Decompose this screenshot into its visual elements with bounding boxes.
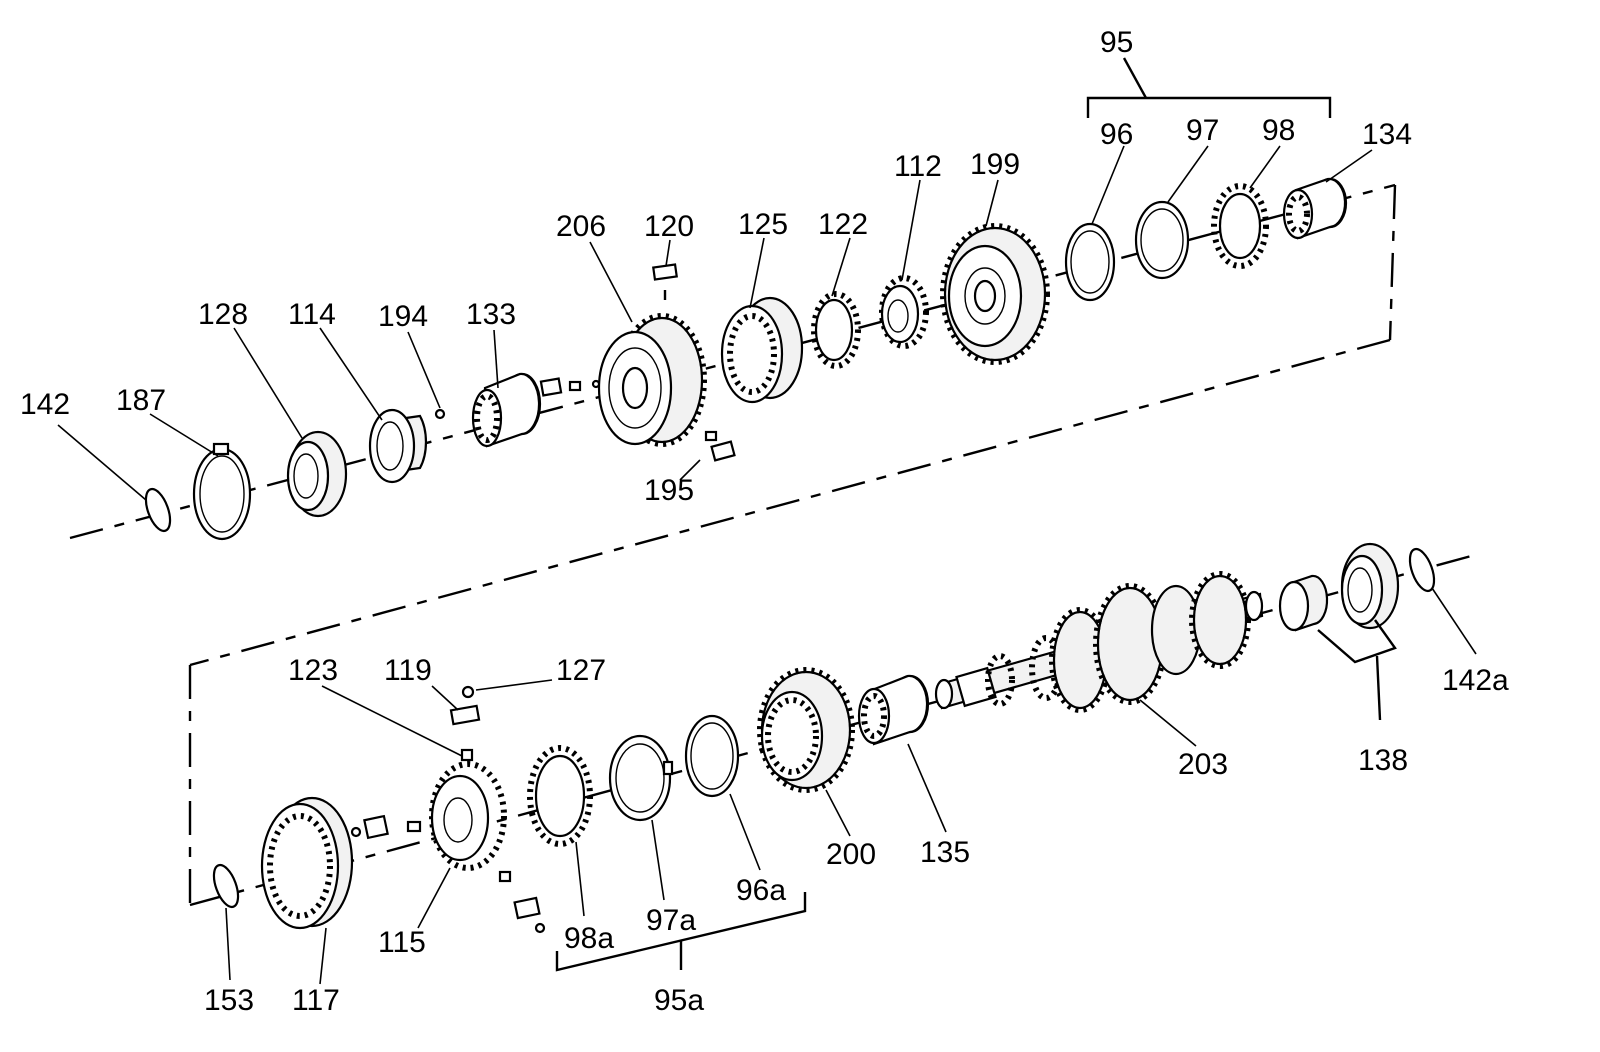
- bracket-138: [1317, 619, 1397, 721]
- callout-138: 138: [1358, 744, 1408, 777]
- spacer-138: [1278, 574, 1329, 632]
- retaining-ring-142: [144, 487, 172, 533]
- callout-142a: 142a: [1442, 664, 1509, 697]
- key-119: [449, 685, 481, 762]
- callout-187: 187: [116, 384, 166, 417]
- ring-96a: [684, 714, 740, 798]
- callout-98: 98: [1262, 114, 1295, 147]
- callout-115: 115: [378, 926, 426, 959]
- callout-119: 119: [384, 654, 432, 687]
- callout-135: 135: [920, 836, 970, 869]
- shaft-axis-lines: [69, 183, 1476, 907]
- key-and-spring-upper: [539, 377, 601, 397]
- callout-128: 128: [198, 298, 248, 331]
- callout-122: 122: [818, 208, 868, 241]
- callout-97: 97: [1186, 114, 1219, 147]
- ring-122: [811, 291, 861, 369]
- key-195: [704, 430, 736, 462]
- callout-194: 194: [378, 300, 428, 333]
- callout-98a: 98a: [564, 922, 614, 955]
- gear-206: [597, 313, 707, 447]
- callout-117: 117: [292, 984, 340, 1017]
- leader-lines: [57, 145, 1477, 985]
- snap-ring-187: [192, 442, 252, 541]
- key-and-spring-lower: [350, 814, 422, 840]
- needle-bearing-135: [857, 674, 930, 746]
- bracket-95: [1086, 57, 1332, 118]
- key-lower-right: [498, 870, 546, 934]
- callout-153: 153: [204, 984, 254, 1017]
- ring-97a: [608, 734, 674, 822]
- callout-95: 95: [1100, 26, 1133, 59]
- ring-98: [1211, 183, 1269, 269]
- callout-95a: 95a: [654, 984, 704, 1017]
- callout-123: 123: [288, 654, 338, 687]
- ring-98a: [527, 745, 593, 847]
- callout-142: 142: [20, 388, 70, 421]
- callout-96: 96: [1100, 118, 1133, 151]
- synchro-112: [879, 275, 929, 349]
- bracket-95a: [555, 892, 807, 972]
- hub-115: [429, 761, 507, 871]
- callout-133: 133: [466, 298, 516, 331]
- needle-bearing-133: [471, 372, 542, 448]
- callout-labels: 95 96 97 98 134 112 199 206 120 125 122 …: [20, 26, 1509, 1017]
- key-120: [652, 263, 678, 300]
- gear-200: [757, 667, 855, 793]
- callout-127: 127: [556, 654, 606, 687]
- callout-203: 203: [1178, 748, 1228, 781]
- callout-134: 134: [1362, 118, 1412, 151]
- callout-195: 195: [644, 474, 694, 507]
- callout-120: 120: [644, 210, 694, 243]
- sleeve-117: [260, 796, 354, 930]
- callout-97a: 97a: [646, 904, 696, 937]
- ball-194: [434, 408, 446, 420]
- mainshaft-203: [934, 571, 1264, 713]
- callout-200: 200: [826, 838, 876, 871]
- retaining-ring-153: [212, 863, 240, 909]
- bearing-138: [1340, 542, 1400, 630]
- callout-96a: 96a: [736, 874, 786, 907]
- callout-125: 125: [738, 208, 788, 241]
- ring-96: [1064, 222, 1116, 302]
- callout-112: 112: [894, 150, 942, 183]
- retaining-ring-142a: [1408, 547, 1436, 593]
- callout-199: 199: [970, 148, 1020, 181]
- spacer-114: [368, 408, 428, 484]
- callout-114: 114: [288, 298, 336, 331]
- gear-199: [940, 223, 1050, 365]
- bearing-128: [286, 430, 348, 518]
- ring-97: [1134, 200, 1190, 280]
- sleeve-125: [720, 296, 804, 404]
- needle-bearing-134: [1282, 177, 1348, 240]
- callout-206: 206: [556, 210, 606, 243]
